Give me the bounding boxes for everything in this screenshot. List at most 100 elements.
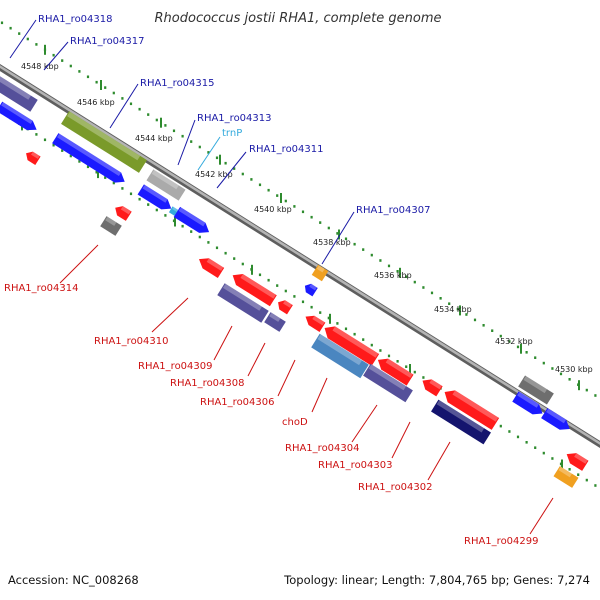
gene-feature[interactable] (0, 101, 40, 135)
gene-feature[interactable] (311, 264, 329, 282)
tick-mark (405, 275, 408, 278)
tick-mark (344, 327, 348, 331)
gene-label[interactable]: RHA1_ro04303 (318, 460, 393, 471)
tick-mark (112, 91, 115, 95)
gene-feature[interactable] (419, 376, 443, 397)
gene-feature[interactable] (541, 407, 573, 434)
gene-feature[interactable] (61, 111, 147, 173)
gene-feature[interactable] (321, 322, 380, 366)
tick-mark (508, 430, 511, 433)
reverse-gene-labels: RHA1_ro04314 RHA1_ro04310 RHA1_ro04309 R… (4, 283, 539, 547)
gene-label[interactable]: RHA1_ro04308 (170, 378, 245, 389)
tick-mark (0, 21, 4, 25)
kbp-label: 4538 kbp (313, 238, 351, 247)
tick-mark (207, 241, 210, 244)
tick-mark (422, 286, 425, 289)
tick-mark (86, 75, 90, 79)
gene-label[interactable]: RHA1_ro04317 (70, 36, 145, 47)
gene-label[interactable]: RHA1_ro04311 (249, 144, 324, 155)
gene-label[interactable]: RHA1_ro04307 (356, 205, 431, 216)
tick-mark (534, 446, 537, 449)
tick-mark (250, 178, 253, 181)
kbp-label: 4534 kbp (434, 305, 472, 314)
gene-features (0, 72, 589, 488)
tick-mark (568, 468, 571, 471)
tick-mark (43, 138, 47, 142)
tick-mark (190, 230, 193, 233)
gene-feature[interactable] (553, 466, 579, 488)
tick-mark (284, 199, 287, 203)
gene-feature[interactable] (112, 203, 132, 221)
tick-mark (181, 134, 184, 138)
gene-label[interactable]: RHA1_ro04302 (358, 482, 433, 493)
gene-label[interactable]: RHA1_ro04318 (38, 14, 113, 25)
tick-mark (310, 305, 313, 309)
tick-mark (121, 97, 124, 100)
gene-label[interactable]: trnP (222, 128, 242, 139)
gene-feature[interactable] (275, 298, 293, 315)
gene-feature[interactable] (0, 72, 38, 112)
gene-feature[interactable] (441, 386, 500, 430)
gene-feature[interactable] (229, 270, 277, 307)
kbp-label: 4542 kbp (195, 170, 233, 179)
tick-mark (61, 59, 64, 62)
gene-feature[interactable] (311, 333, 369, 379)
gene-feature[interactable] (431, 399, 491, 445)
gene-feature[interactable] (512, 391, 545, 418)
gene-feature[interactable] (100, 216, 122, 236)
tick-mark (276, 194, 279, 197)
tick-mark (35, 43, 38, 46)
tick-mark (35, 133, 38, 136)
tick-mark (241, 172, 244, 176)
gene-feature[interactable] (303, 312, 326, 332)
gene-label[interactable]: RHA1_ro04313 (197, 113, 272, 124)
tick-mark (413, 370, 416, 374)
gene-label[interactable]: RHA1_ro04310 (94, 336, 169, 347)
tick-mark (310, 215, 313, 219)
gene-feature[interactable] (23, 149, 41, 165)
tick-mark (327, 316, 330, 320)
tick-mark (26, 37, 29, 41)
gene-feature[interactable] (52, 133, 128, 187)
topology-text: Topology: linear; Length: 7,804,765 bp; … (284, 573, 590, 587)
tick-mark (551, 367, 554, 370)
tick-mark (499, 424, 502, 428)
tick-mark (215, 156, 219, 160)
tick-mark (86, 165, 90, 169)
tick-mark (439, 297, 442, 300)
gene-feature[interactable] (137, 184, 175, 213)
gene-feature[interactable] (146, 169, 186, 201)
gene-feature[interactable] (217, 283, 269, 323)
tick-mark (95, 80, 98, 84)
gene-feature[interactable] (363, 363, 413, 403)
gene-label[interactable]: RHA1_ro04299 (464, 536, 539, 547)
gene-label[interactable]: RHA1_ro04306 (200, 397, 275, 408)
gene-feature[interactable] (264, 312, 286, 332)
gene-label[interactable]: RHA1_ro04315 (140, 78, 215, 89)
gene-label[interactable]: RHA1_ro04309 (138, 361, 213, 372)
kbp-label: 4532 kbp (495, 337, 533, 346)
tick-mark (138, 107, 141, 111)
accession-text: Accession: NC_008268 (8, 573, 139, 587)
tick-mark (129, 102, 133, 106)
gene-feature[interactable] (196, 254, 225, 278)
gene-label[interactable]: RHA1_ro04304 (285, 443, 360, 454)
tick-mark (585, 388, 588, 392)
tick-mark (276, 284, 279, 287)
gene-feature[interactable] (374, 354, 414, 386)
gene-label[interactable]: choD (282, 417, 308, 428)
gene-feature[interactable] (302, 282, 318, 297)
tick-mark (379, 349, 382, 352)
gene-feature[interactable] (518, 375, 554, 405)
kbp-label: 4540 kbp (254, 205, 292, 214)
gene-label[interactable]: RHA1_ro04314 (4, 283, 79, 294)
gene-feature[interactable] (173, 206, 213, 237)
tick-mark (387, 354, 391, 358)
gene-feature[interactable] (563, 449, 589, 471)
tick-mark (413, 280, 416, 284)
tick-mark (430, 291, 434, 295)
tick-mark (138, 197, 141, 201)
tick-mark (525, 441, 528, 444)
tick-mark (78, 160, 81, 163)
